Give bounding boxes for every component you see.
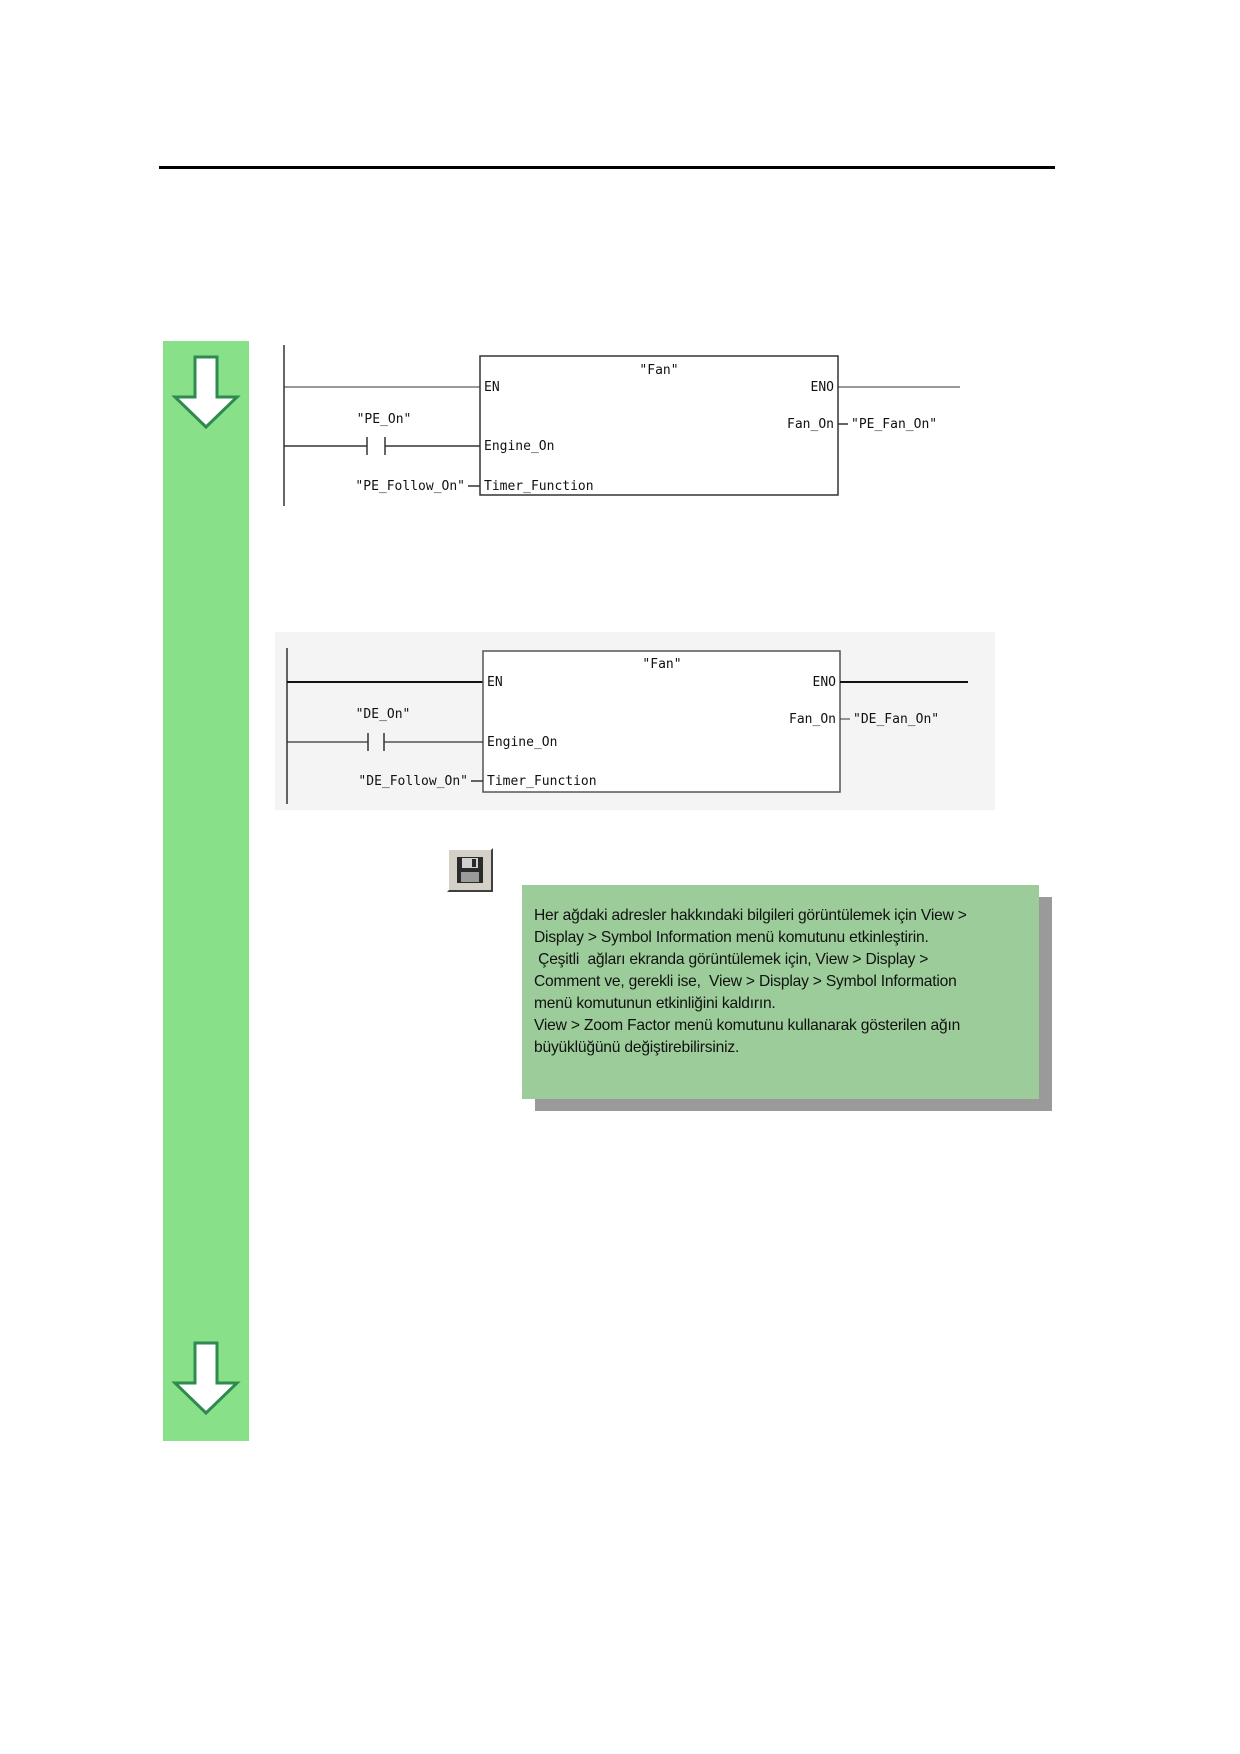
output-fan-on-label: Fan_On bbox=[789, 712, 836, 727]
en-label: EN bbox=[484, 380, 500, 395]
block-name: "Fan" bbox=[639, 363, 678, 378]
contact-tag: "PE_On" bbox=[357, 412, 412, 427]
note-line: menü komutunun etkinliğini kaldırın. bbox=[534, 995, 776, 1012]
input-timer-label: Timer_Function bbox=[487, 774, 597, 789]
ladder-network-1: "Fan" EN ENO "PE_On" Engine_On "PE_Follo… bbox=[283, 345, 960, 506]
en-label: EN bbox=[487, 675, 503, 690]
contact-tag: "DE_On" bbox=[356, 707, 411, 722]
input-engine-on-label: Engine_On bbox=[484, 439, 554, 454]
input-timer-label: Timer_Function bbox=[484, 479, 594, 494]
function-block[interactable] bbox=[479, 355, 839, 496]
info-note: Her ağdaki adresler hakkındaki bilgileri… bbox=[522, 885, 1039, 1099]
input-engine-on-label: Engine_On bbox=[487, 735, 557, 750]
note-line: Comment ve, gerekli ise, View > Display … bbox=[534, 973, 957, 990]
sidebar-band bbox=[163, 341, 249, 1441]
note-line: Çeşitli ağları ekranda görüntülemek için… bbox=[534, 951, 929, 968]
block-name: "Fan" bbox=[642, 657, 681, 672]
output-tag: "DE_Fan_On" bbox=[853, 712, 939, 727]
note-line: View > Zoom Factor menü komutunu kullana… bbox=[534, 1017, 961, 1034]
function-block[interactable] bbox=[482, 650, 841, 793]
output-fan-on-label: Fan_On bbox=[787, 417, 834, 432]
top-rule bbox=[159, 166, 1055, 169]
arrow-down-icon bbox=[171, 1341, 241, 1416]
note-line: büyüklüğünü değiştirebilirsiniz. bbox=[534, 1039, 740, 1056]
note-line: Display > Symbol Information menü komutu… bbox=[534, 929, 929, 946]
eno-label: ENO bbox=[811, 380, 835, 395]
save-floppy-icon bbox=[457, 857, 483, 883]
input-timer-tag: "PE_Follow_On" bbox=[355, 479, 465, 494]
output-tag: "PE_Fan_On" bbox=[851, 417, 937, 432]
eno-label: ENO bbox=[813, 675, 837, 690]
note-line: Her ağdaki adresler hakkındaki bilgileri… bbox=[534, 907, 967, 924]
save-button[interactable] bbox=[447, 848, 493, 892]
input-timer-tag: "DE_Follow_On" bbox=[358, 774, 468, 789]
ladder-network-2: "Fan" EN ENO "DE_On" Engine_On "DE_Follo… bbox=[275, 632, 995, 810]
arrow-down-icon bbox=[171, 355, 241, 430]
